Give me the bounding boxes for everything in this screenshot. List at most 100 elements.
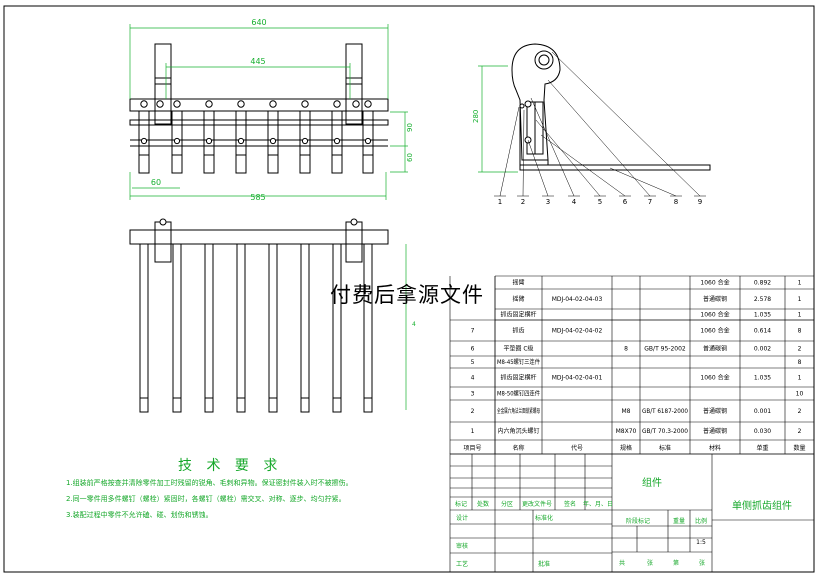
- process-label: 工艺: [456, 560, 468, 568]
- bom-cell-mat: 1060 合金: [700, 374, 729, 382]
- sheet-label-1: 张: [647, 559, 653, 567]
- front-bolts: [140, 100, 372, 145]
- bom-cell-no: 4: [471, 375, 475, 382]
- front-bolt: [364, 100, 372, 108]
- bom-cell-wt: 0.614: [754, 328, 771, 335]
- title-block: [449, 453, 815, 573]
- plan-tine: [204, 243, 214, 413]
- front-bolt-lower: [364, 137, 372, 145]
- bom-header-mat: 材料: [709, 444, 721, 452]
- bom-cell-code: MDJ-04-02-04-03: [552, 296, 603, 303]
- front-bolt: [140, 100, 148, 108]
- front-bolt: [156, 100, 164, 108]
- review-label: 审核: [456, 542, 468, 550]
- bom-cell-no: 7: [471, 328, 475, 335]
- balloon-number: 5: [598, 198, 602, 206]
- assembly-label: 组件: [642, 476, 662, 489]
- bom-cell-qty: 1: [798, 296, 802, 303]
- bom-cell-name: 内六角沉头螺钉: [497, 427, 539, 435]
- front-view: [129, 43, 389, 147]
- front-bolt: [352, 100, 360, 108]
- side-tine: [519, 164, 711, 171]
- bom-cell-no: 5: [471, 359, 475, 366]
- bom-cell-name: 摇臂: [512, 295, 524, 303]
- bom-cell-std: GB/T 95-2002: [644, 346, 686, 353]
- bom-cell-qty: 8: [798, 328, 802, 335]
- bom-cell-qty: 10: [796, 391, 804, 398]
- bom-cell-mat: 普通碳钢: [703, 295, 727, 303]
- front-bolt: [173, 100, 181, 108]
- bom-cell-spec: M8: [622, 408, 631, 415]
- front-bolt-lower: [269, 137, 277, 145]
- bom-cell-wt: 0.030: [754, 428, 771, 435]
- rev-label-4: 签名: [564, 500, 576, 508]
- bom-cell-qty: 8: [798, 359, 802, 366]
- bom-cell-mat: 1060 合金: [700, 311, 729, 319]
- front-tine: [235, 110, 247, 174]
- bom-cell-qty: 1: [798, 312, 802, 319]
- bom-cell-qty: 1: [798, 375, 802, 382]
- bom-cell-wt: 0.001: [754, 408, 771, 415]
- bom-cell-code: MDJ-04-02-04-02: [552, 328, 603, 335]
- bom-cell-name: 抓齿: [512, 327, 524, 335]
- bom-cell-code: MDJ-04-02-04-01: [552, 375, 603, 382]
- front-tine: [267, 110, 279, 174]
- requirement-line-1: 1.组装前严格按查并清除零件加工时残留的锐角、毛刺和异物。保证密封件装入时不被擦…: [66, 479, 353, 487]
- bom-cell-qty: 2: [798, 346, 802, 353]
- front-bolt: [205, 100, 213, 108]
- bom-cell-std: GB/T 6187-2000: [642, 408, 688, 415]
- bom-cell-spec: M8X70: [616, 428, 637, 435]
- balloon-number: 3: [546, 198, 550, 206]
- bom-cell-name: 抓齿固定横杆: [500, 311, 536, 319]
- front-tine: [171, 110, 183, 174]
- requirement-line-3: 3.装配过程中零件不允许磕、碰、划伤和锈蚀。: [66, 511, 213, 519]
- side-arm: [511, 43, 561, 161]
- sheet-label-3: 张: [699, 559, 705, 567]
- bom-header-qty: 数量: [793, 444, 805, 452]
- side-view: [511, 43, 711, 171]
- stage-mark-label: 阶段标记: [626, 517, 650, 525]
- dim-overall-width: 640: [251, 18, 266, 27]
- plan-tine: [363, 243, 373, 413]
- bom-cell-name: M8-45螺钉三连件: [497, 358, 540, 366]
- front-tine: [362, 110, 374, 174]
- front-crossbar: [129, 98, 389, 112]
- front-tine: [203, 110, 215, 174]
- scale-value: 1:5: [696, 539, 706, 546]
- bom-cell-name: 全金属六角法兰面锁紧螺母: [497, 407, 540, 415]
- bom-header-std: 标准: [659, 444, 671, 452]
- requirement-line-2: 2.同一零件用多件螺钉（螺栓）紧固时，各螺钉（螺栓）需交叉、对称、逐步、均匀拧紧…: [66, 495, 346, 503]
- front-bolt: [301, 100, 309, 108]
- sheet-label-2: 第: [673, 559, 679, 567]
- dim-bottom-width: 585: [250, 193, 265, 202]
- weight-label: 重量: [673, 517, 685, 525]
- bom-cell-no: 2: [471, 408, 475, 415]
- bom-header-name: 名称: [512, 444, 524, 452]
- front-bolt: [333, 100, 341, 108]
- bom-header-code: 代号: [571, 444, 583, 452]
- approve-label: 批准: [538, 560, 550, 568]
- design-label: 设计: [456, 514, 468, 522]
- front-bolt-lower: [333, 137, 341, 145]
- rev-label-2: 分区: [501, 500, 513, 508]
- plan-tine: [332, 243, 342, 413]
- bom-cell-name: 摇臂: [512, 279, 524, 287]
- bom-cell-mat: 普通碳钢: [703, 407, 727, 415]
- bom-header-no: 项目号: [463, 445, 481, 452]
- bom-cell-name: M8-50螺钉四连件: [497, 390, 540, 398]
- rev-label-1: 处数: [477, 500, 489, 508]
- front-bolt-lower: [205, 137, 213, 145]
- standardize-label: 标准化: [535, 514, 553, 522]
- dim-plan-height: 4: [412, 321, 416, 328]
- plan-tine: [300, 243, 310, 413]
- front-dimensions: [129, 24, 408, 200]
- side-dimension: [478, 65, 518, 173]
- bom-cell-wt: 1.035: [754, 375, 771, 382]
- front-bolt: [269, 100, 277, 108]
- rev-label-0: 标记: [455, 500, 467, 508]
- bom-cell-wt: 0.892: [754, 280, 771, 287]
- rev-label-3: 更改文件号: [522, 500, 552, 508]
- plan-crossbar: [129, 229, 389, 245]
- plan-tine: [139, 243, 149, 413]
